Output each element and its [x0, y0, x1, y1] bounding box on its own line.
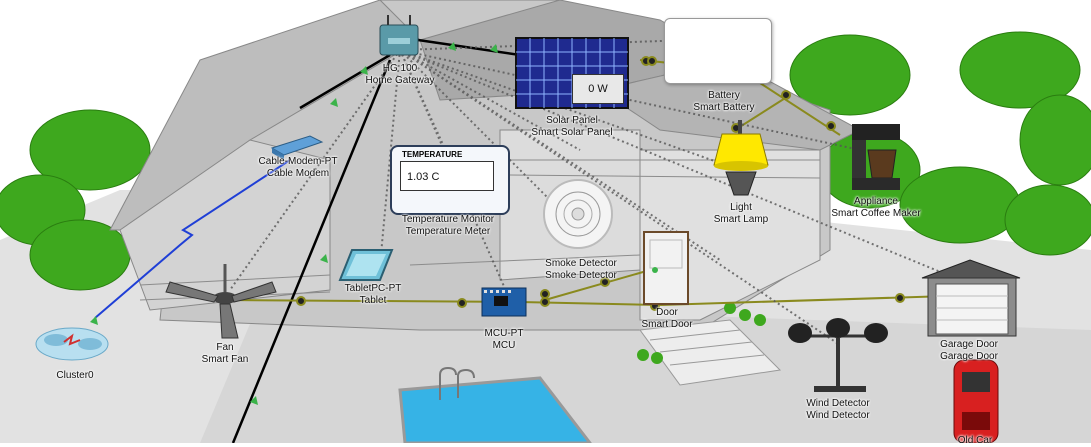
smart-fan-icon[interactable]	[165, 264, 277, 339]
old-car-icon[interactable]	[953, 359, 999, 443]
cluster-icon[interactable]	[35, 327, 109, 361]
smoke-detector-icon[interactable]	[543, 179, 613, 249]
pool	[398, 366, 592, 443]
solar-panel-readout: 0 W	[572, 74, 624, 104]
temperature-meter-icon[interactable]: TEMPERATURE 1.03 C	[390, 145, 510, 215]
cable-modem-icon[interactable]	[270, 135, 324, 160]
smart-door-icon[interactable]	[643, 231, 689, 305]
tablet-icon[interactable]	[338, 249, 394, 281]
battery-info-panel	[664, 18, 772, 84]
old-car-label: Old Car	[957, 435, 993, 446]
cluster-label: Cluster0	[56, 370, 94, 381]
home-gateway-icon[interactable]	[379, 15, 419, 56]
garage-door-icon[interactable]	[921, 259, 1021, 337]
temperature-meter-readout: 1.03 C	[400, 161, 494, 191]
smart-lamp-icon[interactable]	[713, 120, 769, 196]
mcu-icon[interactable]	[481, 287, 527, 317]
wind-detector-icon[interactable]	[788, 318, 888, 392]
links	[90, 38, 981, 443]
coffee-maker-icon[interactable]	[852, 124, 900, 190]
temperature-meter-header: TEMPERATURE	[402, 150, 463, 159]
